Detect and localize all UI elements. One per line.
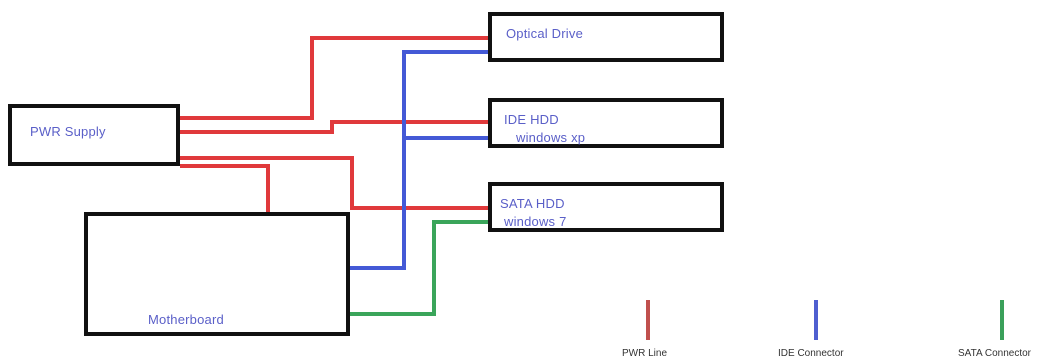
sata-hdd-label: SATA HDD — [500, 196, 565, 211]
power-line-optical-drive — [180, 36, 490, 120]
optical-drive-label: Optical Drive — [506, 26, 584, 41]
legend-ide-label: IDE Connector — [778, 348, 844, 359]
ide-hdd-sublabel: windows xp — [516, 130, 586, 145]
optical-drive-box: Optical Drive — [488, 12, 724, 62]
legend-sata-label: SATA Connector — [958, 348, 1031, 359]
ide-hdd-label: IDE HDD — [504, 112, 559, 127]
power-line-sata-hdd — [180, 156, 490, 210]
sata-hdd-box: SATA HDD windows 7 — [488, 182, 724, 232]
motherboard-box: Motherboard — [84, 212, 350, 336]
power-supply-label: PWR Supply — [30, 124, 106, 139]
power-line-ide-hdd — [180, 120, 490, 134]
power-line-motherboard — [180, 164, 270, 228]
ide-hdd-box: IDE HDD windows xp — [488, 98, 724, 148]
ide-line-optical-drive — [336, 50, 490, 270]
legend-power-label: PWR Line — [622, 348, 668, 359]
motherboard-label: Motherboard — [148, 312, 224, 327]
sata-line-sata-hdd — [336, 220, 490, 316]
sata-hdd-sublabel: windows 7 — [504, 214, 567, 229]
power-supply-box: PWR Supply — [8, 104, 180, 166]
